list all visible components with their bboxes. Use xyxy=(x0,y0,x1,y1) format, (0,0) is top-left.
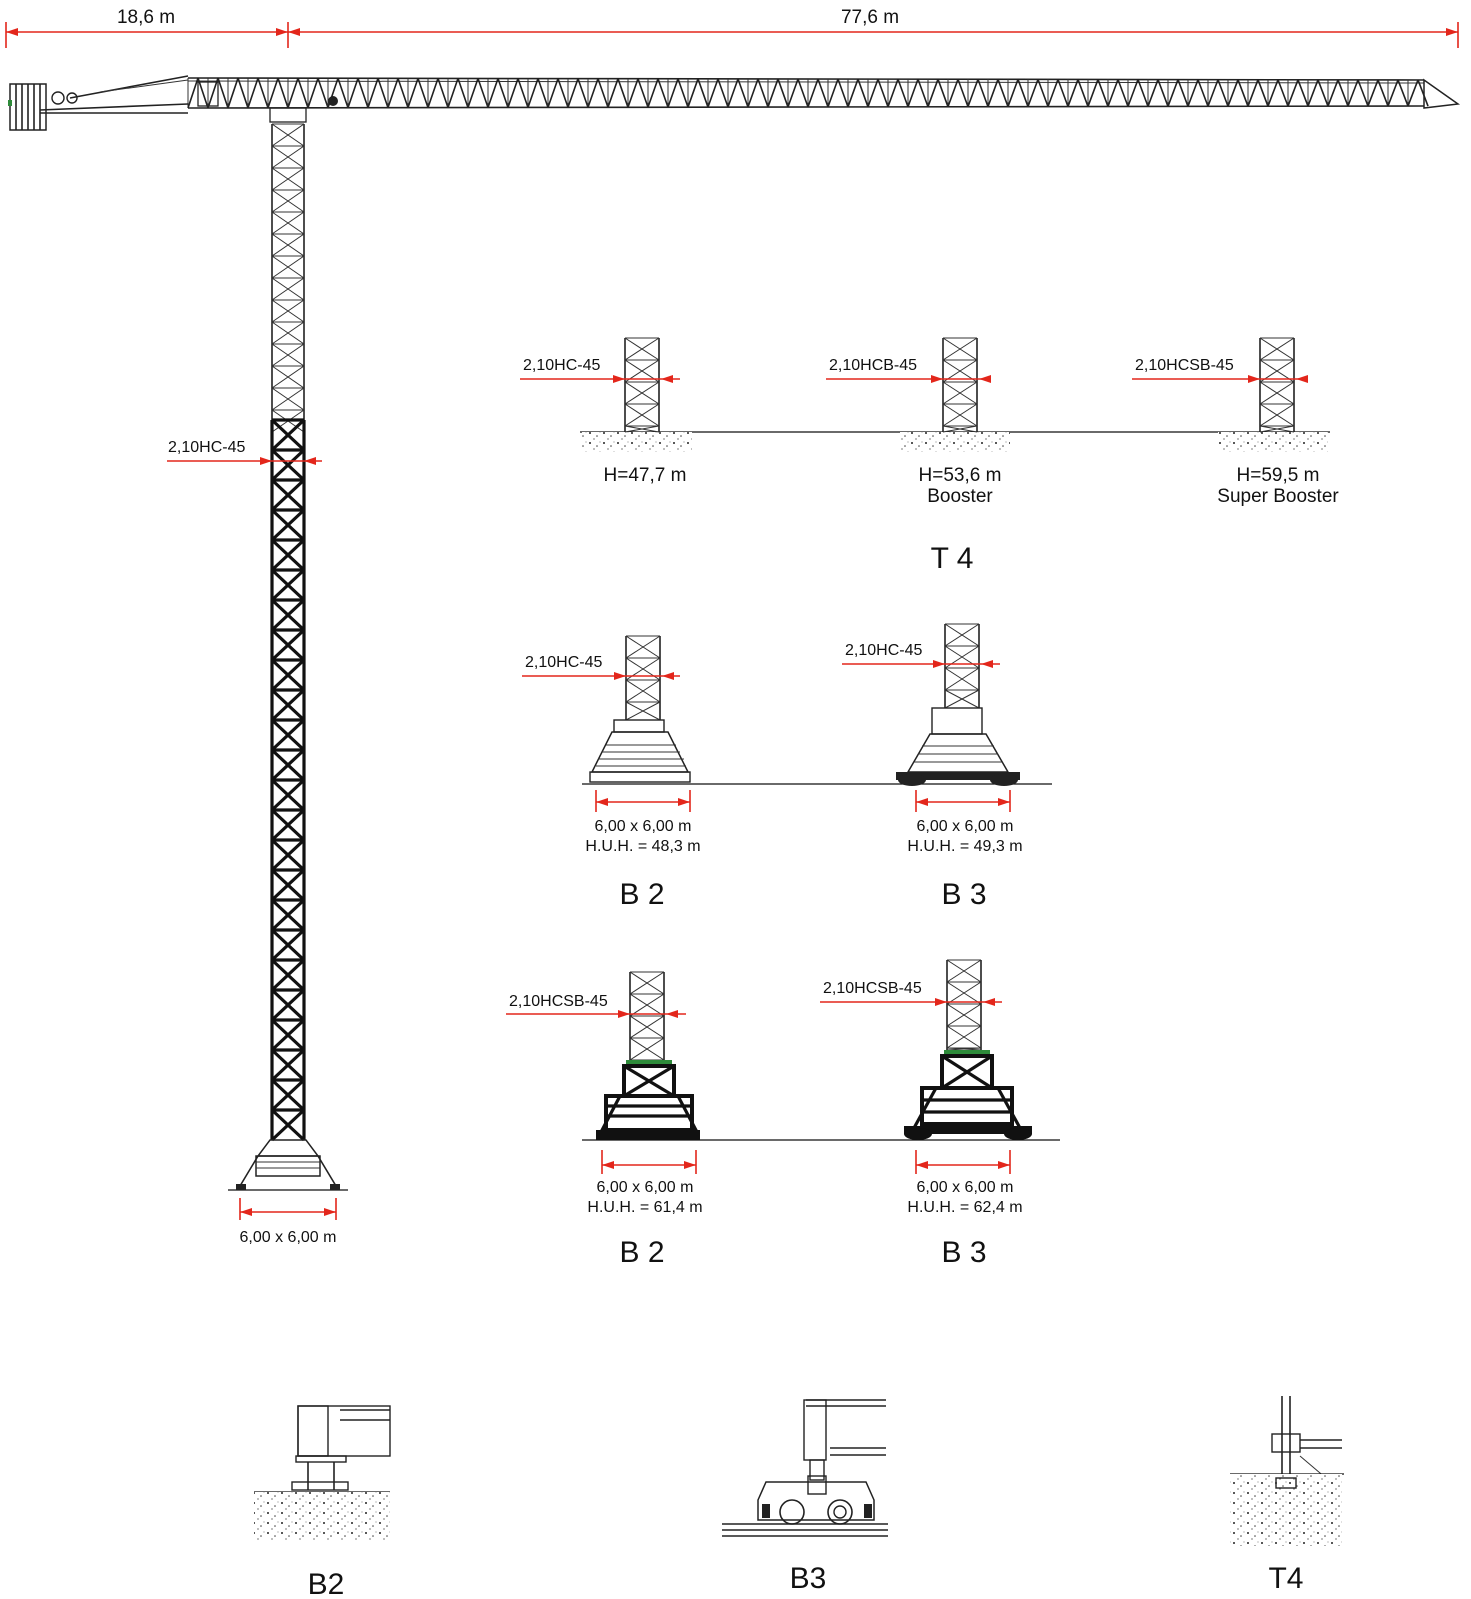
crane-jib xyxy=(8,75,1461,131)
b3-title: B 3 xyxy=(941,878,986,911)
t4-title: T 4 xyxy=(931,542,974,575)
t4-variants: 2,10HC-45 H=47,7 m 2,10HCB-45 H=53,6 m B… xyxy=(520,337,1339,575)
t4-variant-3: 2,10HCSB-45 H=59,5 m Super Booster xyxy=(1132,337,1339,507)
b3-super-booster: 2,10HCSB-45 6,00 x 6,00 m H.U.H. = 62,4 … xyxy=(820,959,1032,1269)
jib-dimension: 77,6 m xyxy=(841,7,899,28)
b-row-2: 2,10HCSB-45 6,00 x 6,00 m H.U.H. = 61,4 … xyxy=(506,959,1060,1269)
b3-base-label: 6,00 x 6,00 m xyxy=(917,818,1014,835)
t4-variant-2: 2,10HCB-45 H=53,6 m Booster xyxy=(826,337,1010,507)
b2-huh-label: H.U.H. = 48,3 m xyxy=(585,838,700,855)
overall-dimension: 18,6 m 77,6 m xyxy=(5,7,1459,48)
counterweight xyxy=(8,83,47,131)
b3-sb-mast-label: 2,10HCSB-45 xyxy=(823,980,922,997)
t4-variant-1: 2,10HC-45 H=47,7 m xyxy=(520,337,692,486)
detail-b3-label: B3 xyxy=(790,1562,827,1595)
b2-sb-huh-label: H.U.H. = 61,4 m xyxy=(587,1199,702,1216)
b2-sb-title: B 2 xyxy=(619,1236,664,1269)
b2-sb-mast-label: 2,10HCSB-45 xyxy=(509,993,608,1010)
counter-jib-dimension: 18,6 m xyxy=(117,7,175,28)
main-mast: 2,10HC-45 6,00 x 6,00 m xyxy=(167,123,348,1246)
t4-sub-3: Super Booster xyxy=(1217,486,1339,507)
b3-sb-base-label: 6,00 x 6,00 m xyxy=(917,1179,1014,1196)
t4-height-1: H=47,7 m xyxy=(604,465,687,486)
b3-mast-label: 2,10HC-45 xyxy=(845,642,922,659)
detail-b2: B2 xyxy=(254,1405,391,1599)
b2-mast-label: 2,10HC-45 xyxy=(525,654,602,671)
b3-sb-huh-label: H.U.H. = 62,4 m xyxy=(907,1199,1022,1216)
b3-huh-label: H.U.H. = 49,3 m xyxy=(907,838,1022,855)
t4-sub-2: Booster xyxy=(927,486,993,507)
main-mast-label: 2,10HC-45 xyxy=(168,439,245,456)
main-base-label: 6,00 x 6,00 m xyxy=(240,1229,337,1246)
b3-sb-title: B 3 xyxy=(941,1236,986,1269)
b2-base-label: 6,00 x 6,00 m xyxy=(595,818,692,835)
b2-sb-base-label: 6,00 x 6,00 m xyxy=(597,1179,694,1196)
b-row-1: 2,10HC-45 6,00 x 6,00 m H.U.H. = 48,3 m … xyxy=(522,623,1052,911)
t4-mast-label-1: 2,10HC-45 xyxy=(523,357,600,374)
t4-height-3: H=59,5 m xyxy=(1237,465,1320,486)
detail-b2-label: B2 xyxy=(308,1568,345,1599)
b3-standard: 2,10HC-45 6,00 x 6,00 m H.U.H. = 49,3 m … xyxy=(842,623,1023,911)
b2-super-booster: 2,10HCSB-45 6,00 x 6,00 m H.U.H. = 61,4 … xyxy=(506,971,703,1269)
t4-height-2: H=53,6 m xyxy=(919,465,1002,486)
t4-mast-label-2: 2,10HCB-45 xyxy=(829,357,917,374)
main-base xyxy=(228,1139,348,1191)
t4-mast-label-3: 2,10HCSB-45 xyxy=(1135,357,1234,374)
b2-standard: 2,10HC-45 6,00 x 6,00 m H.U.H. = 48,3 m … xyxy=(522,635,701,911)
detail-b3: B3 xyxy=(722,1399,888,1595)
detail-t4: T4 xyxy=(1230,1396,1344,1595)
detail-t4-label: T4 xyxy=(1268,1562,1303,1595)
b2-title: B 2 xyxy=(619,878,664,911)
